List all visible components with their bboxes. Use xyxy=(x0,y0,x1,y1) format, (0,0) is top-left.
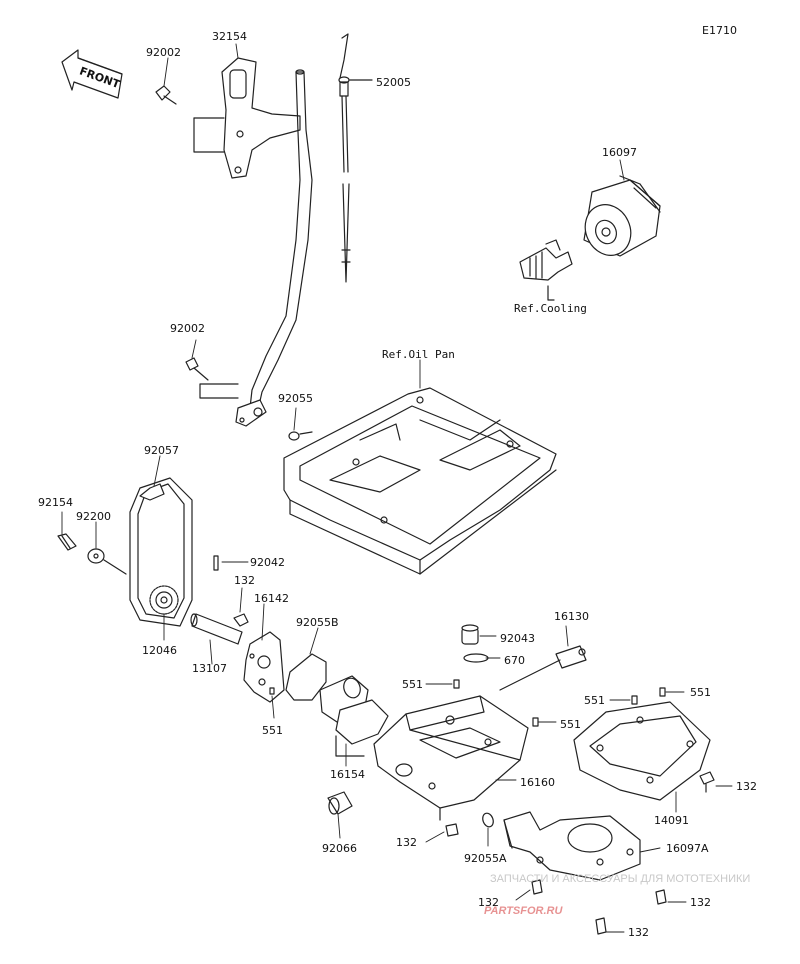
dowel-551-a xyxy=(453,679,460,689)
label-670: 670 xyxy=(504,654,525,667)
label-92055: 92055 xyxy=(278,392,313,405)
sensor-16130 xyxy=(499,645,587,691)
bolt-92002-lower xyxy=(185,357,239,399)
filter-housing-16097a xyxy=(503,811,641,881)
label-52005: 52005 xyxy=(376,76,411,89)
gasket-92055b xyxy=(285,653,327,701)
label-132-bottom: 132 xyxy=(628,926,649,939)
label-16154: 16154 xyxy=(330,768,365,781)
label-132-right: 132 xyxy=(736,780,757,793)
label-16097a: 16097A xyxy=(666,842,709,855)
watermark-tagline: ЗАПЧАСТИ И АКСЕССУАРЫ ДЛЯ МОТОТЕХНИКИ xyxy=(490,873,750,885)
label-16142: 16142 xyxy=(254,592,289,605)
cover-14091 xyxy=(573,701,711,801)
bolt-132-bottom-right xyxy=(655,889,667,905)
label-551-mid: 551 xyxy=(560,718,581,731)
label-92043: 92043 xyxy=(500,632,535,645)
dowel-551-pump xyxy=(269,687,275,695)
bolt-132-right xyxy=(699,771,715,793)
label-551-right-b: 551 xyxy=(690,686,711,699)
screw-92154 xyxy=(57,533,77,551)
dowel-551-d xyxy=(659,687,666,697)
front-arrow-icon xyxy=(61,49,123,99)
o-ring-670 xyxy=(463,653,489,663)
label-132-housing: 132 xyxy=(396,836,417,849)
pin-92042 xyxy=(213,555,219,571)
label-12046: 12046 xyxy=(142,644,177,657)
oil-pan xyxy=(283,387,557,575)
chain-92057 xyxy=(129,477,193,627)
bolt-132-housing xyxy=(445,823,459,837)
label-92042: 92042 xyxy=(250,556,285,569)
washer-92200 xyxy=(87,548,105,564)
label-92057: 92057 xyxy=(144,444,179,457)
dowel-551-b xyxy=(532,717,539,727)
label-551-left: 551 xyxy=(402,678,423,691)
label-92055a: 92055A xyxy=(464,852,507,865)
label-92055b: 92055B xyxy=(296,616,339,629)
collar-92043 xyxy=(461,624,479,645)
watermark-brand: PARTSFOR.RU xyxy=(484,905,563,917)
o-ring-92055a xyxy=(482,812,494,828)
bolt-132-bottom xyxy=(595,917,607,935)
strainer-16154 xyxy=(319,675,389,757)
oil-filter-16097 xyxy=(583,175,661,257)
oil-pump-16142 xyxy=(243,631,285,703)
dipstick-tube xyxy=(235,69,313,427)
label-132-pump: 132 xyxy=(234,574,255,587)
sprocket-12046 xyxy=(149,585,179,615)
diagram-code: E1710 xyxy=(702,24,737,37)
housing-16160 xyxy=(373,695,529,821)
bracket-32154 xyxy=(221,57,301,179)
bolt-132-bottom-left xyxy=(531,879,543,895)
label-14091: 14091 xyxy=(654,814,689,827)
cooling-fitting xyxy=(519,239,573,301)
label-92066: 92066 xyxy=(322,842,357,855)
label-13107: 13107 xyxy=(192,662,227,675)
bushing-92066 xyxy=(327,791,353,815)
label-132-bottom-right: 132 xyxy=(690,896,711,909)
dipstick-52005 xyxy=(338,33,373,283)
label-92002-lower: 92002 xyxy=(170,322,205,335)
label-32154: 32154 xyxy=(212,30,247,43)
dowel-551-c xyxy=(631,695,638,705)
bolt-132-pump xyxy=(233,613,249,627)
shaft-13107 xyxy=(190,613,243,645)
label-16130: 16130 xyxy=(554,610,589,623)
label-92002-top: 92002 xyxy=(146,46,181,59)
o-ring-92055 xyxy=(288,431,300,441)
ref-cooling: Ref.Cooling xyxy=(514,302,587,315)
label-16160: 16160 xyxy=(520,776,555,789)
label-92200: 92200 xyxy=(76,510,111,523)
bolt-92002-top xyxy=(155,85,225,153)
label-551-pump: 551 xyxy=(262,724,283,737)
label-92154: 92154 xyxy=(38,496,73,509)
ref-oil-pan: Ref.Oil Pan xyxy=(382,348,455,361)
label-551-right-a: 551 xyxy=(584,694,605,707)
label-132-bottom-left: 132 xyxy=(478,896,499,909)
label-16097: 16097 xyxy=(602,146,637,159)
